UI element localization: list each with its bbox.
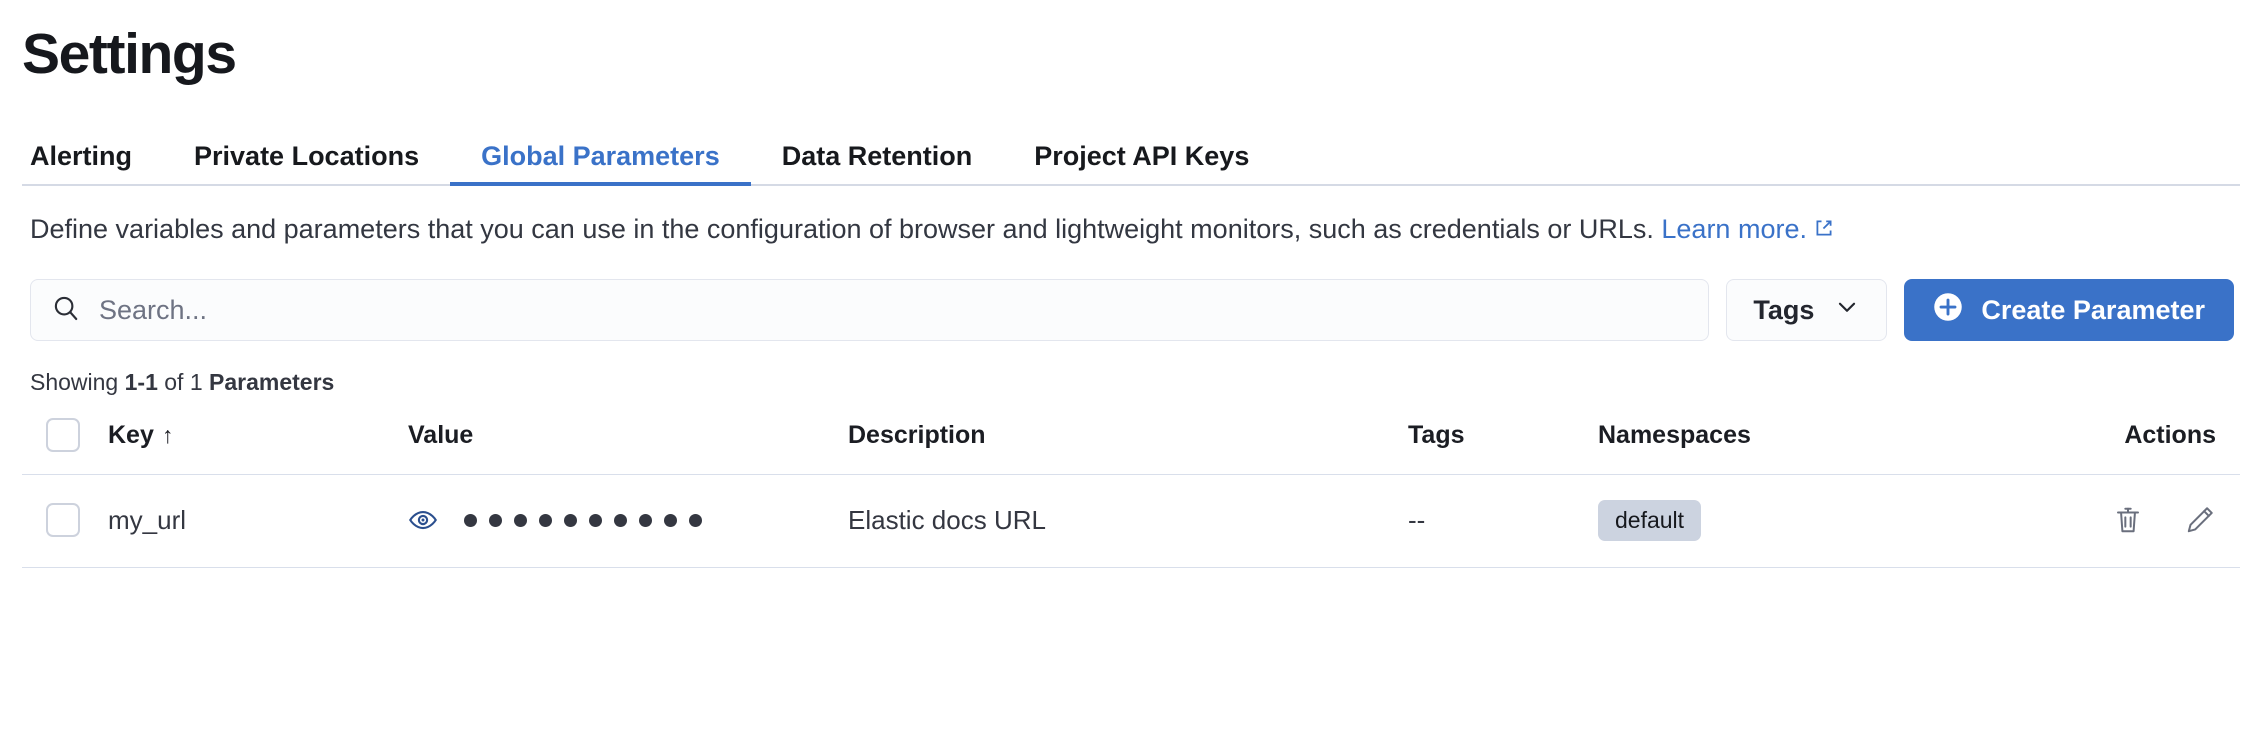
trash-icon[interactable] [2112, 504, 2144, 536]
tags-filter-label: Tags [1753, 294, 1815, 325]
page-description: Define variables and parameters that you… [22, 212, 2240, 249]
mask-dot [614, 513, 627, 527]
tab-project-api-keys[interactable]: Project API Keys [1003, 140, 1280, 184]
tab-label: Global Parameters [481, 140, 720, 171]
mask-dot [464, 513, 477, 527]
row-actions [2078, 504, 2216, 536]
page-title: Settings [22, 22, 237, 86]
column-header-description[interactable]: Description [848, 410, 1408, 476]
learn-more-label: Learn more. [1661, 213, 1807, 244]
results-middle: of 1 [157, 369, 210, 396]
mask-dot [539, 513, 552, 527]
search-icon [51, 293, 81, 328]
pencil-icon[interactable] [2184, 504, 2216, 536]
masked-value [408, 505, 848, 535]
external-link-icon [1813, 213, 1835, 249]
column-label: Namespaces [1598, 420, 1751, 449]
mask-dot [514, 513, 527, 527]
column-header-actions: Actions [2078, 410, 2240, 476]
description-text: Define variables and parameters that you… [30, 213, 1654, 244]
tab-label: Alerting [30, 140, 133, 171]
results-summary: Showing 1-1 of 1 Parameters [22, 369, 2240, 396]
settings-tabs: Alerting Private Locations Global Parame… [22, 126, 2240, 186]
eye-icon[interactable] [408, 505, 438, 535]
mask-dot [664, 513, 677, 527]
search-placeholder: Search... [99, 294, 208, 325]
search-input[interactable]: Search... [30, 279, 1710, 342]
create-parameter-button[interactable]: Create Parameter [1904, 279, 2234, 342]
plus-circle-icon [1933, 292, 1963, 329]
row-select-cell [22, 474, 108, 569]
tab-label: Data Retention [781, 140, 973, 171]
table-header: Key ↑ Value Description Tags Namespaces A… [22, 410, 2240, 476]
mask-dot [589, 513, 602, 527]
row-checkbox[interactable] [46, 503, 80, 538]
create-parameter-label: Create Parameter [1981, 294, 2205, 325]
mask-dot [639, 513, 652, 527]
cell-key: my_url [108, 474, 408, 569]
table-body: my_url [22, 474, 2240, 569]
column-label: Description [848, 420, 986, 449]
value-mask-dots [464, 513, 702, 527]
namespace-badge: default [1598, 499, 1702, 542]
cell-namespaces: default [1598, 474, 2078, 569]
tab-global-parameters[interactable]: Global Parameters [450, 140, 751, 186]
column-header-key[interactable]: Key ↑ [108, 410, 408, 476]
toolbar: Search... Tags Create Parameter [22, 279, 2240, 342]
column-label: Tags [1408, 420, 1465, 449]
table-row[interactable]: my_url [22, 474, 2240, 569]
learn-more-link[interactable]: Learn more. [1661, 214, 1835, 244]
select-all-checkbox[interactable] [46, 418, 80, 453]
cell-actions [2078, 474, 2240, 569]
tab-data-retention[interactable]: Data Retention [751, 140, 1004, 184]
tab-label: Project API Keys [1034, 140, 1250, 171]
sort-asc-icon: ↑ [161, 421, 174, 448]
column-header-value[interactable]: Value [408, 410, 848, 476]
results-entity: Parameters [209, 369, 335, 396]
select-all-header [22, 410, 108, 476]
results-prefix: Showing [30, 369, 125, 396]
chevron-down-icon [1834, 294, 1860, 327]
mask-dot [489, 513, 502, 527]
mask-dot [689, 513, 702, 527]
results-range: 1-1 [124, 369, 158, 396]
cell-description: Elastic docs URL [848, 474, 1408, 569]
cell-tags: -- [1408, 474, 1598, 569]
cell-value [408, 474, 848, 569]
tags-filter-button[interactable]: Tags [1726, 279, 1888, 342]
column-header-tags[interactable]: Tags [1408, 410, 1598, 476]
column-label: Actions [2124, 420, 2216, 449]
tab-alerting[interactable]: Alerting [22, 140, 163, 184]
parameters-table: Key ↑ Value Description Tags Namespaces A… [22, 410, 2240, 569]
column-label: Value [408, 420, 474, 449]
column-header-namespaces[interactable]: Namespaces [1598, 410, 2078, 476]
table-header-row: Key ↑ Value Description Tags Namespaces A… [22, 410, 2240, 476]
tab-label: Private Locations [194, 140, 420, 171]
tab-private-locations[interactable]: Private Locations [163, 140, 450, 184]
column-label: Key [108, 420, 154, 449]
mask-dot [564, 513, 577, 527]
